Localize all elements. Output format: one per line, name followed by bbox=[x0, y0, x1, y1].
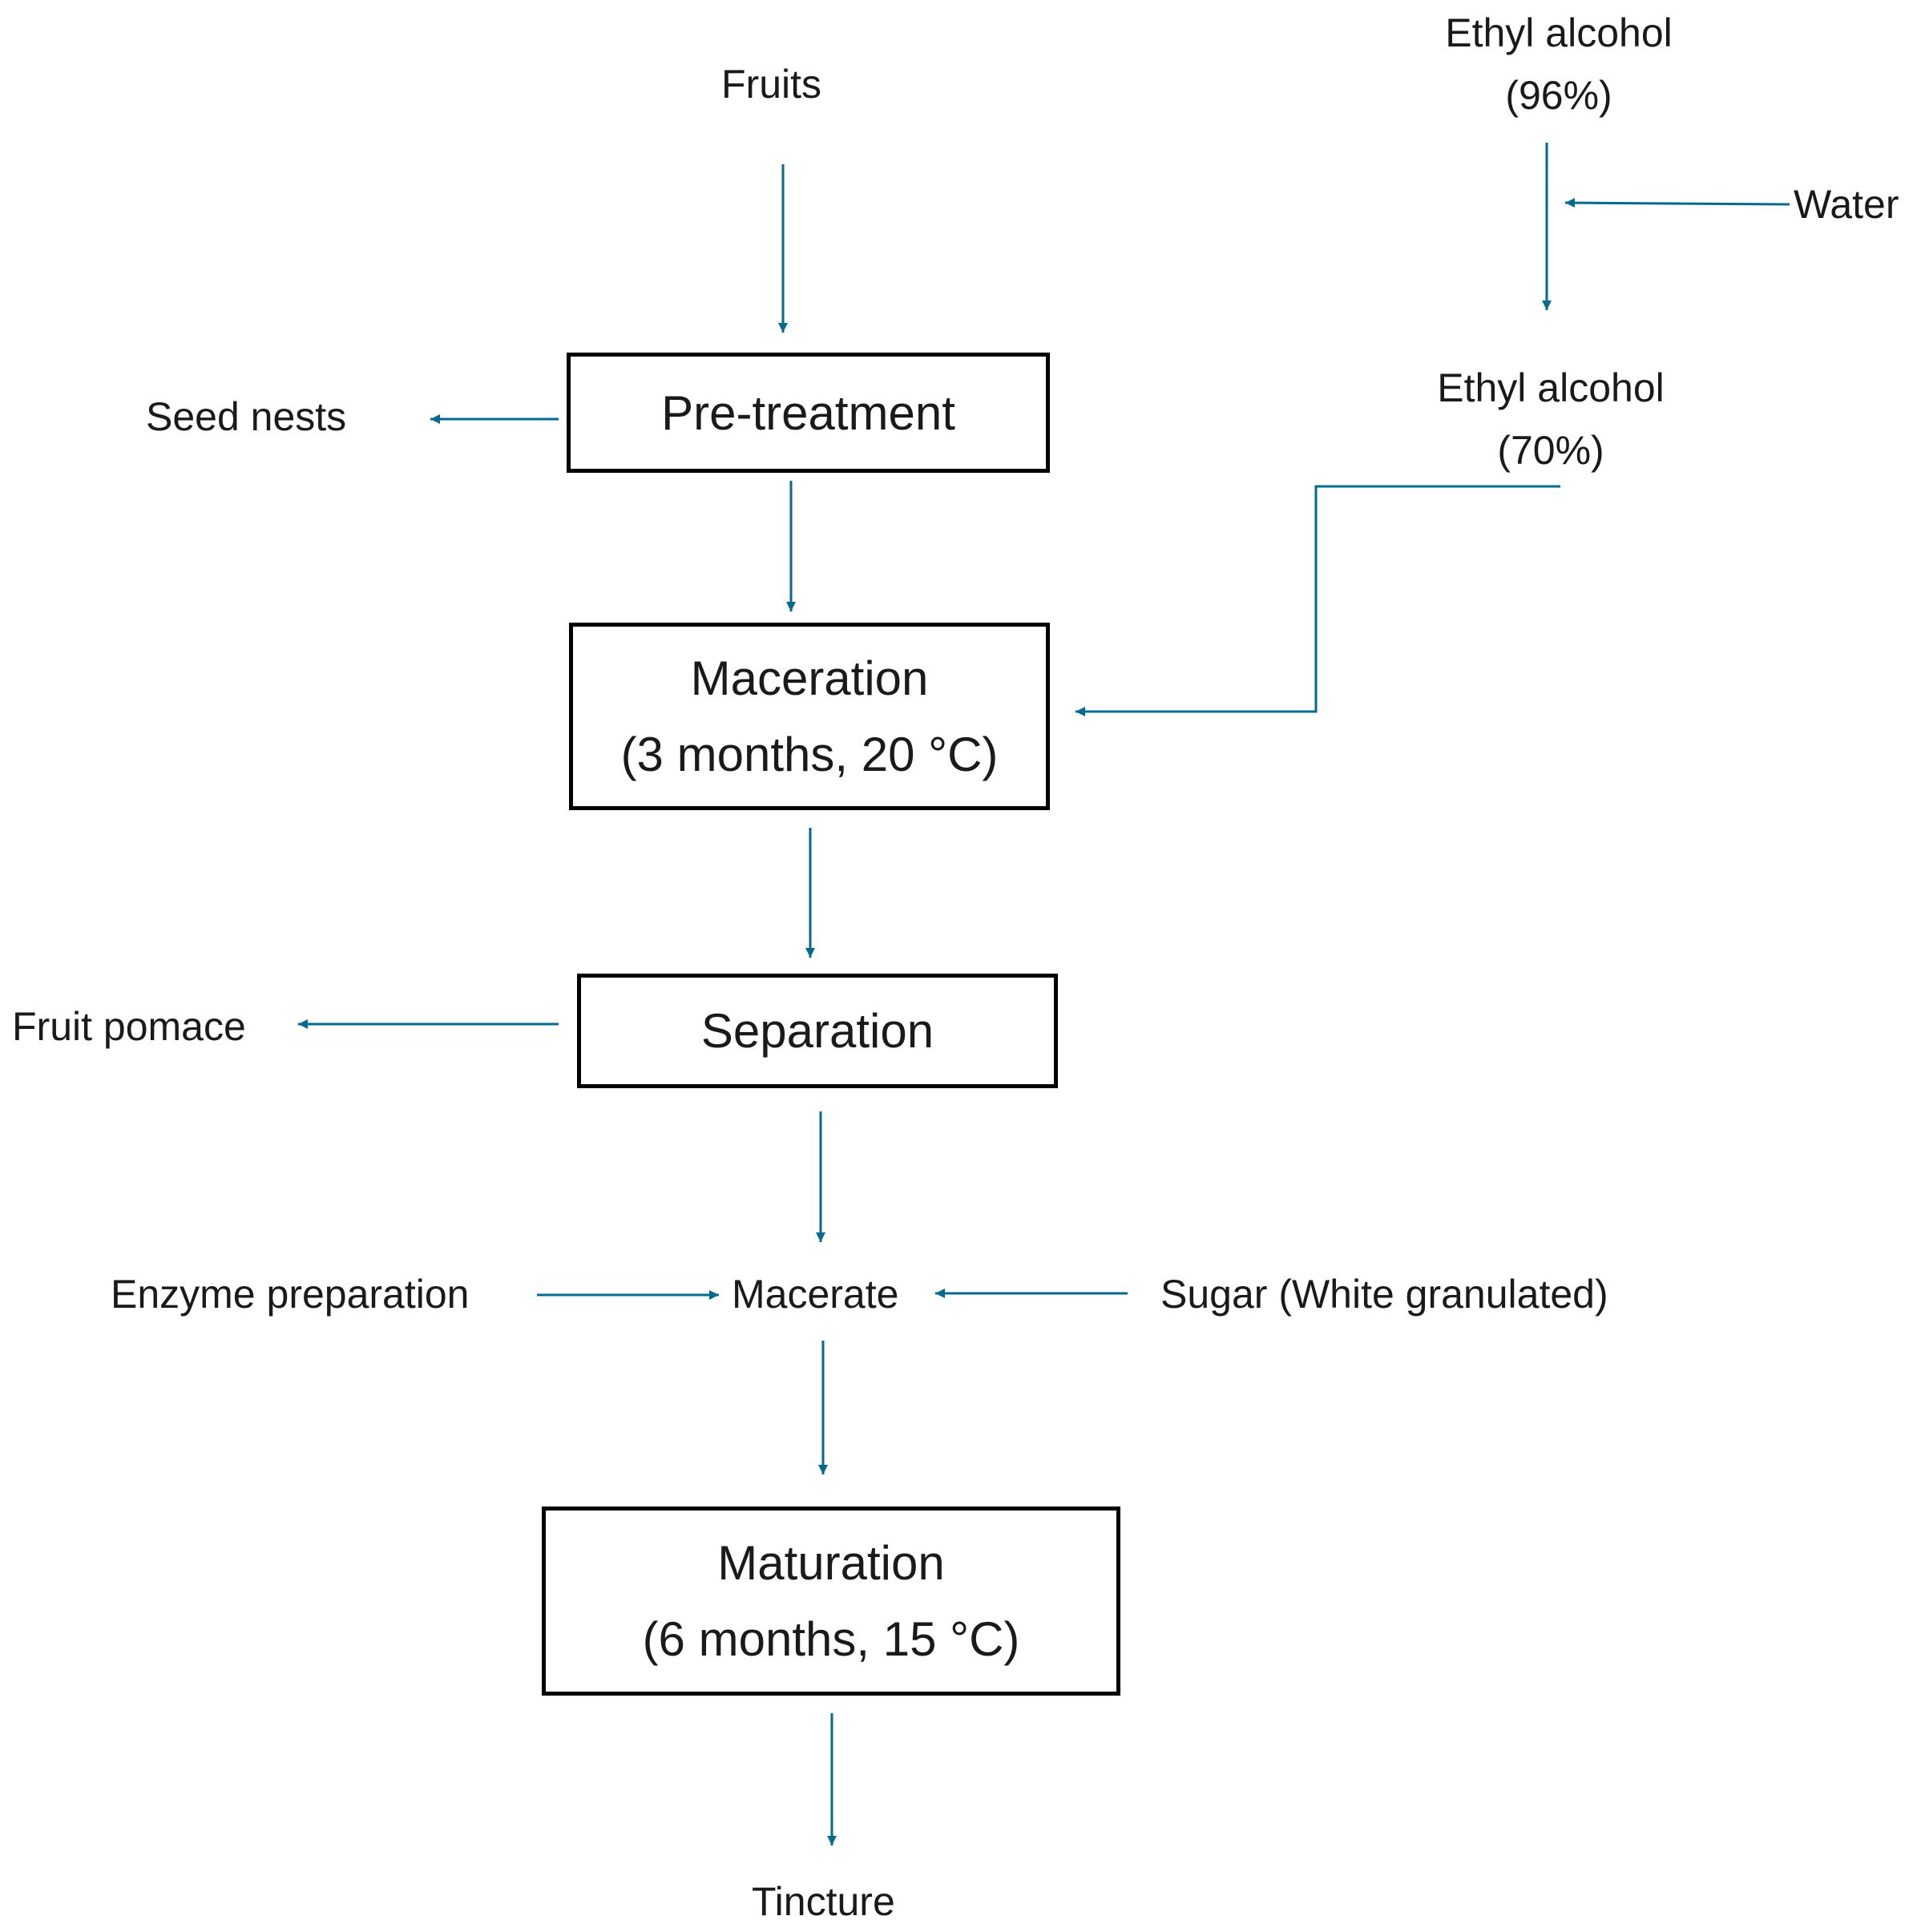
step-maturation-label: Maturation bbox=[717, 1536, 945, 1590]
ethyl-alcohol-70-name: Ethyl alcohol bbox=[1437, 365, 1665, 410]
input-enzyme-preparation: Enzyme preparation bbox=[111, 1272, 470, 1317]
arrow-water-to-alcohol bbox=[1564, 198, 1790, 208]
input-ethyl-alcohol-96: Ethyl alcohol (96%) bbox=[1427, 2, 1691, 127]
output-tincture: Tincture bbox=[752, 1879, 895, 1924]
ethyl-alcohol-96-name: Ethyl alcohol bbox=[1445, 10, 1673, 55]
step-maceration: Maceration (3 months, 20 °C) bbox=[569, 623, 1050, 810]
ethyl-alcohol-70-concentration: (70%) bbox=[1497, 428, 1604, 473]
intermediate-ethyl-alcohol-70: Ethyl alcohol (70%) bbox=[1419, 357, 1683, 482]
step-separation: Separation bbox=[577, 974, 1058, 1088]
step-pretreatment-label: Pre-treatment bbox=[661, 385, 955, 440]
input-water: Water bbox=[1794, 182, 1899, 227]
input-sugar: Sugar (White granulated) bbox=[1160, 1272, 1608, 1317]
output-fruit-pomace: Fruit pomace bbox=[12, 1004, 246, 1049]
step-maceration-label: Maceration bbox=[690, 651, 929, 705]
step-maturation: Maturation (6 months, 15 °C) bbox=[542, 1506, 1120, 1696]
input-fruits: Fruits bbox=[721, 62, 821, 107]
step-maturation-condition: (6 months, 15 °C) bbox=[642, 1612, 1020, 1666]
arrow-ethanol70-to-maceration bbox=[1076, 485, 1560, 716]
step-separation-label: Separation bbox=[700, 1004, 934, 1058]
step-maceration-condition: (3 months, 20 °C) bbox=[620, 728, 999, 781]
step-pretreatment: Pre-treatment bbox=[567, 353, 1050, 473]
intermediate-macerate: Macerate bbox=[732, 1272, 899, 1317]
ethyl-alcohol-96-concentration: (96%) bbox=[1505, 73, 1612, 118]
output-seed-nests: Seed nests bbox=[146, 394, 347, 439]
